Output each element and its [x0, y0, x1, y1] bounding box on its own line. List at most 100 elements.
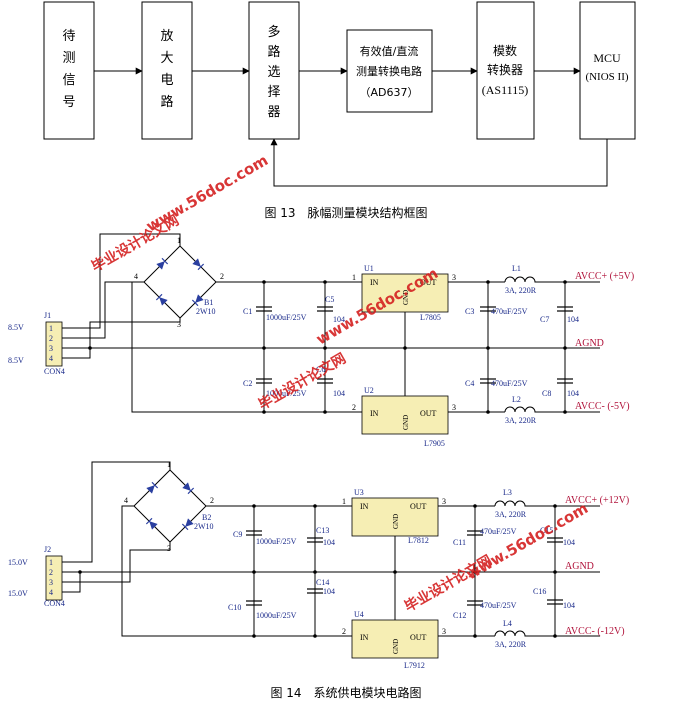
rail-agnd-5v: AGND: [575, 338, 604, 349]
j1-voltage-top: 8.5V: [8, 323, 24, 332]
block-mcu-line2: (NIOS II): [585, 71, 628, 83]
block-adc: [476, 1, 535, 140]
block-diagram: 待测信号 放大电路 多路选择器 有效值/直流 测量转换电路 （AD637） 模数…: [43, 1, 636, 220]
circuit-12v: J2 15.0V 15.0V CON4 1 2 3 4 B2 2W10 1 2 …: [8, 460, 629, 700]
block-adc-line3: (AS1115): [482, 83, 528, 97]
c15-value: 104: [563, 538, 575, 547]
block-adc-line1: 模数: [493, 43, 517, 58]
c13-value: 104: [323, 538, 335, 547]
bridge-b2: [133, 469, 207, 543]
c12-value: 470uF/25V: [480, 601, 517, 610]
svg-text:3: 3: [452, 403, 456, 412]
arrow-mcu-mux-feedback: [270, 138, 608, 187]
block-signal: [43, 1, 95, 140]
j2-voltage-top: 15.0V: [8, 558, 28, 567]
j2-pin1: 1: [49, 558, 53, 567]
u2-in: IN: [370, 409, 379, 418]
u1-in: IN: [370, 278, 379, 287]
c6-ref: C6: [316, 365, 325, 374]
b2-pin1: 1: [167, 460, 171, 469]
u3-ref: U3: [354, 488, 364, 497]
wire-j2-p4: [62, 572, 81, 593]
b1-pin2: 2: [220, 272, 224, 281]
c10-value: 1000uF/25V: [256, 611, 297, 620]
rail-neg-5v: AVCC- (-5V): [575, 401, 630, 412]
wire-j1-p1: [62, 233, 181, 329]
wire-j2-p3: [62, 542, 171, 583]
block-mcu-line1: MCU: [593, 51, 621, 65]
j1-voltage-bottom: 8.5V: [8, 356, 24, 365]
c16-ref: C16: [533, 587, 546, 596]
regulator-u3: [351, 497, 439, 537]
b2-pin2: 2: [210, 496, 214, 505]
c4-value: 470uF/25V: [491, 379, 528, 388]
u2-ref: U2: [364, 386, 374, 395]
inductor-l2: [504, 406, 540, 413]
regulator-u1: [361, 273, 449, 313]
u4-out: OUT: [410, 633, 427, 642]
b1-part: 2W10: [196, 307, 216, 316]
c1-value: 1000uF/25V: [266, 313, 307, 322]
c3-value: 470uF/25V: [491, 307, 528, 316]
c8-ref: C8: [542, 389, 551, 398]
c15-ref: C15: [540, 526, 553, 535]
j2-voltage-bottom: 15.0V: [8, 589, 28, 598]
block-mux-label: 多路选择器: [267, 24, 280, 120]
c7-value: 104: [567, 315, 579, 324]
j2-pin2: 2: [49, 568, 53, 577]
b1-pin4: 4: [134, 272, 138, 281]
l4-value: 3A, 220R: [495, 640, 527, 649]
j2-ref: J2: [44, 545, 51, 554]
svg-text:1: 1: [342, 497, 346, 506]
inductor-l1: [504, 276, 540, 283]
rail-neg-12v: AVCC- (-12V): [565, 626, 625, 637]
b2-pin4: 4: [124, 496, 128, 505]
c12-ref: C12: [453, 611, 466, 620]
rail-agnd-12v: AGND: [565, 561, 594, 572]
b1-ref: B1: [204, 298, 213, 307]
svg-text:3: 3: [442, 627, 446, 636]
b2-ref: B2: [202, 513, 211, 522]
c2-value: 1000uF/25V: [266, 389, 307, 398]
watermark-tagline-2: 毕业设计论文网: [256, 350, 349, 414]
u3-gnd: GND: [392, 514, 400, 529]
c5-ref: C5: [325, 295, 334, 304]
c4-ref: C4: [465, 379, 474, 388]
j1-pin1: 1: [49, 324, 53, 333]
b2-pin3: 3: [167, 544, 171, 553]
u3-out: OUT: [410, 502, 427, 511]
c13-ref: C13: [316, 526, 329, 535]
j1-pin4: 4: [49, 354, 53, 363]
c5-value: 104: [333, 315, 345, 324]
svg-text:3: 3: [442, 497, 446, 506]
c1-ref: C1: [243, 307, 252, 316]
j2-pin3: 3: [49, 578, 53, 587]
svg-text:2: 2: [342, 627, 346, 636]
b1-pin1: 1: [177, 236, 181, 245]
l2-value: 3A, 220R: [505, 416, 537, 425]
regulator-u2: [361, 395, 449, 435]
wire-bridge2-neg: [121, 505, 352, 637]
inductor-l4: [494, 630, 530, 637]
j2-name: CON4: [44, 599, 65, 608]
c8-value: 104: [567, 389, 579, 398]
c10-ref: C10: [228, 603, 241, 612]
c14-ref: C14: [316, 578, 329, 587]
block-rms-line2: 测量转换电路: [356, 64, 422, 78]
circuit-5v: J1 8.5V 8.5V CON4 1 2 3 4 B1 2W10 1 2 3 …: [8, 233, 634, 448]
u4-ref: U4: [354, 610, 364, 619]
wire-j2-p1: [62, 461, 171, 563]
wire-j1-p2: [62, 281, 144, 339]
l2-ref: L2: [512, 395, 521, 404]
l1-value: 3A, 220R: [505, 286, 537, 295]
regulator-u4: [351, 619, 439, 659]
rail-pos-12v: AVCC+ (+12V): [565, 495, 629, 506]
l1-ref: L1: [512, 264, 521, 273]
j1-pin3: 3: [49, 344, 53, 353]
inductor-l3: [494, 500, 530, 507]
u1-gnd: GND: [402, 290, 410, 305]
u1-ref: U1: [364, 264, 374, 273]
u4-gnd: GND: [392, 639, 400, 654]
block-signal-label: 待测信号: [62, 29, 75, 110]
